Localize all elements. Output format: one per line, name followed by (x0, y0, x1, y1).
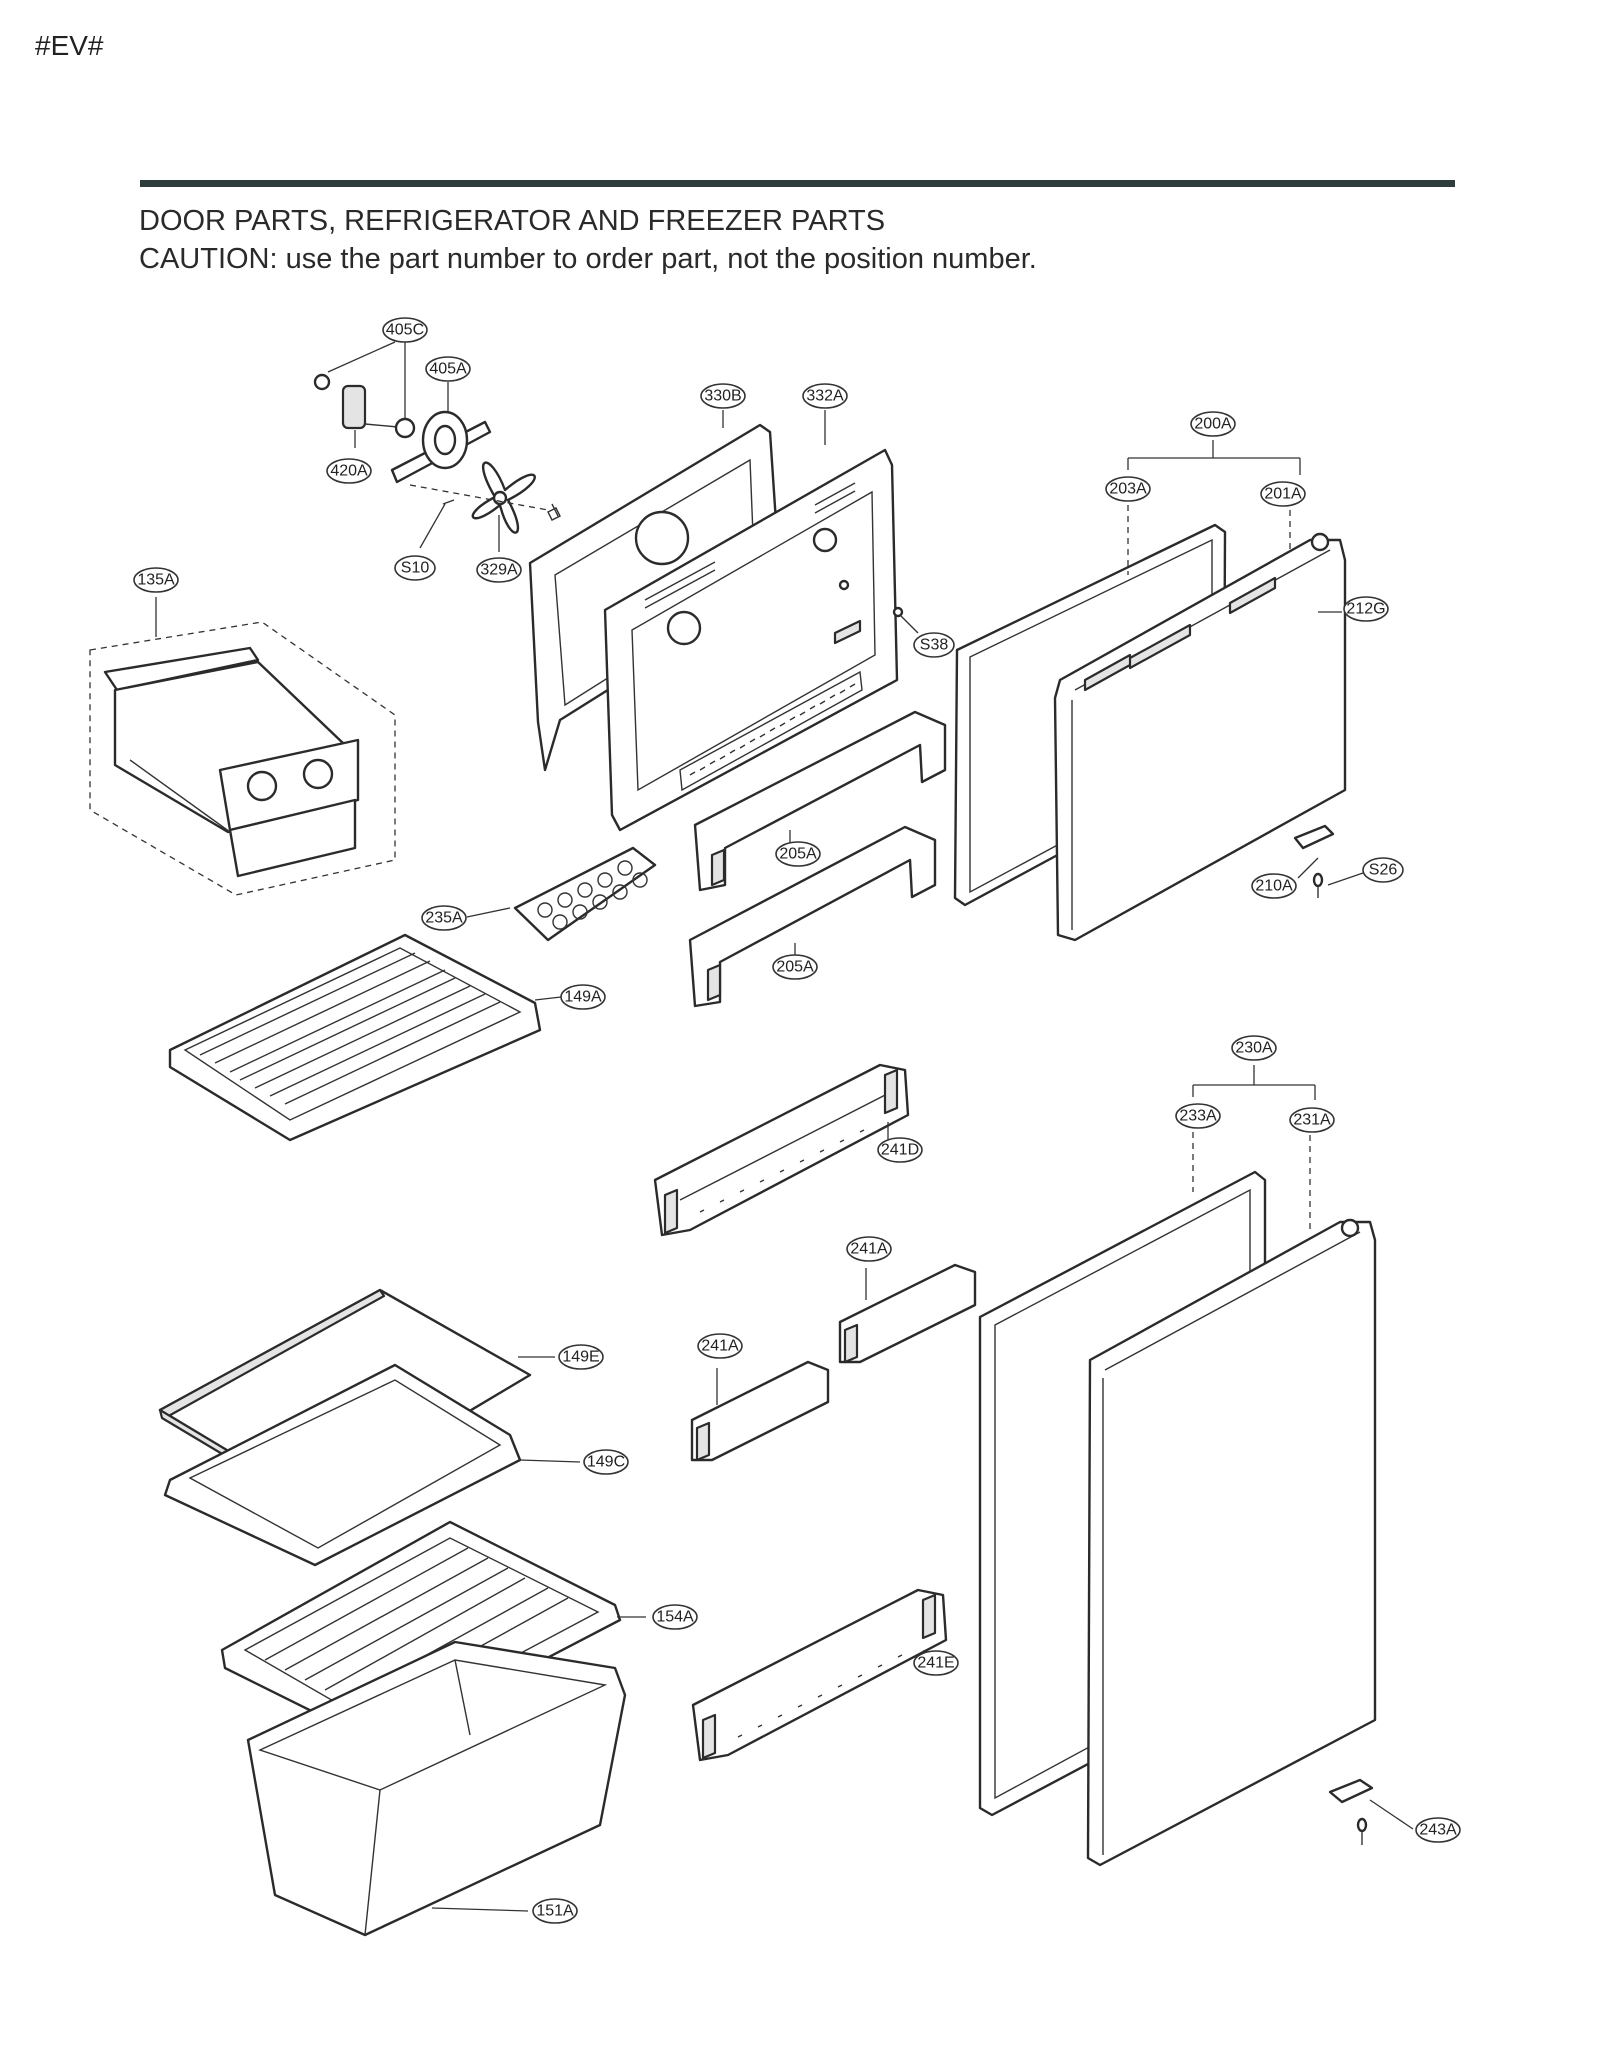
callout-405a: 405A (425, 356, 471, 382)
callout-231a: 231A (1289, 1107, 1335, 1133)
svg-text:329A: 329A (480, 562, 518, 579)
svg-text:332A: 332A (806, 388, 844, 405)
callout-243a: 243A (1415, 1817, 1461, 1843)
callout-s38: S38 (913, 632, 955, 658)
callout-149e: 149E (558, 1344, 604, 1370)
page-tag: #EV# (35, 30, 104, 61)
page-title: DOOR PARTS, REFRIGERATOR AND FREEZER PAR… (139, 202, 1037, 278)
svg-text:210A: 210A (1255, 878, 1293, 895)
svg-text:243A: 243A (1419, 1822, 1457, 1839)
callout-154a: 154A (652, 1604, 698, 1630)
svg-text:203A: 203A (1109, 481, 1147, 498)
svg-text:405A: 405A (429, 361, 467, 378)
callout-149a: 149A (560, 984, 606, 1010)
callout-235a: 235A (421, 905, 467, 931)
callout-241d: 241D (877, 1137, 923, 1163)
svg-text:S26: S26 (1369, 862, 1398, 879)
svg-text:149E: 149E (562, 1349, 599, 1366)
freezer-shelf (168, 933, 542, 1142)
svg-text:151A: 151A (536, 1903, 574, 1920)
callout-200a: 200A (1190, 411, 1236, 437)
freezer-door-baskets (688, 710, 947, 1008)
callout-210a: 210A (1251, 873, 1297, 899)
callout-212g: 212G (1343, 596, 1389, 622)
svg-text:200A: 200A (1194, 416, 1232, 433)
callout-135a: 135A (133, 567, 179, 593)
svg-text:405C: 405C (386, 322, 424, 339)
svg-text:S38: S38 (920, 637, 949, 654)
title-line-2: CAUTION: use the part number to order pa… (139, 243, 1037, 275)
svg-text:149A: 149A (564, 989, 602, 1006)
fridge-door-basket-241e (691, 1588, 948, 1762)
header-rule (140, 180, 1455, 187)
svg-text:235A: 235A (425, 910, 463, 927)
callout-201a: 201A (1260, 481, 1306, 507)
callout-s26: S26 (1362, 857, 1404, 883)
freezer-door (953, 523, 1347, 942)
svg-text:241D: 241D (881, 1142, 919, 1159)
callout-329a: 329A (476, 557, 522, 583)
callout-332a: 332A (802, 383, 848, 409)
callout-233a: 233A (1175, 1103, 1221, 1129)
callout-149c: 149C (583, 1449, 629, 1475)
callout-205a-lower: 205A (772, 954, 818, 980)
fan-motor-assembly (313, 373, 561, 534)
callout-s10: S10 (394, 555, 436, 581)
fridge-door (978, 1170, 1377, 1867)
svg-text:231A: 231A (1293, 1112, 1331, 1129)
callout-203a: 203A (1105, 476, 1151, 502)
svg-text:205A: 205A (779, 846, 817, 863)
callout-330b: 330B (700, 383, 746, 409)
fridge-door-basket-241d (653, 1063, 910, 1237)
callout-205a-upper: 205A (775, 841, 821, 867)
callout-230a: 230A (1231, 1035, 1277, 1061)
fridge-door-baskets-241a (690, 1263, 977, 1462)
svg-text:233A: 233A (1179, 1108, 1217, 1125)
svg-text:135A: 135A (137, 572, 175, 589)
assembly-brackets (1127, 440, 1316, 1232)
svg-text:241E: 241E (917, 1655, 954, 1672)
svg-text:154A: 154A (656, 1609, 694, 1626)
crisper-drawer (246, 1640, 627, 1937)
evaporator-cover (528, 423, 904, 832)
callout-420a: 420A (326, 458, 372, 484)
svg-text:149C: 149C (587, 1454, 625, 1471)
svg-text:S10: S10 (401, 560, 430, 577)
svg-text:241A: 241A (701, 1338, 739, 1355)
leader-lines (155, 341, 1414, 1912)
callout-241a-right: 241A (846, 1236, 892, 1262)
title-line-1: DOOR PARTS, REFRIGERATOR AND FREEZER PAR… (139, 205, 886, 237)
svg-text:205A: 205A (776, 959, 814, 976)
svg-text:230A: 230A (1235, 1040, 1273, 1057)
callout-151a: 151A (532, 1898, 578, 1924)
callout-241a-left: 241A (697, 1333, 743, 1359)
svg-text:420A: 420A (330, 463, 368, 480)
callout-405c: 405C (382, 317, 428, 343)
freezer-basket (89, 621, 396, 896)
egg-tray (513, 846, 657, 942)
svg-text:241A: 241A (850, 1241, 888, 1258)
svg-text:330B: 330B (704, 388, 741, 405)
svg-text:201A: 201A (1264, 486, 1302, 503)
callout-241e: 241E (913, 1650, 959, 1676)
svg-text:212G: 212G (1346, 601, 1385, 618)
